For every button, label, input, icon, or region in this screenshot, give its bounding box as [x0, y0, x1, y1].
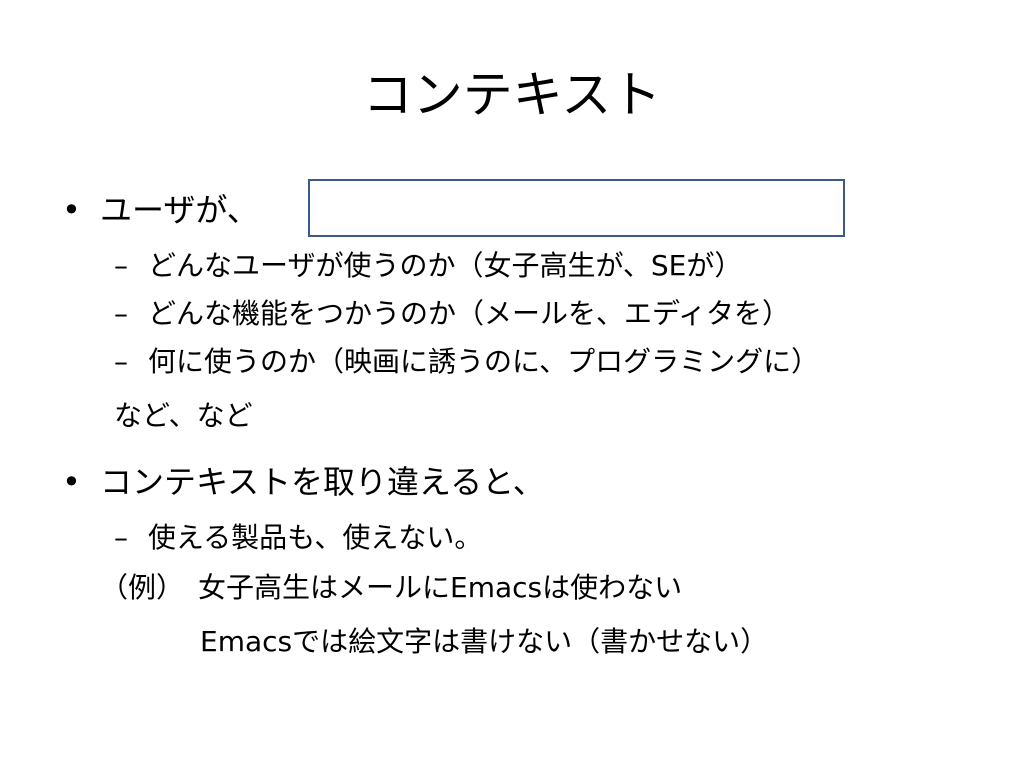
- slide-title: コンテキスト: [362, 66, 662, 124]
- dash-marker: –: [114, 297, 128, 330]
- sub-item-4: –使える製品も、使えない。: [114, 520, 482, 556]
- bullet-text: ユーザが、: [100, 191, 259, 229]
- sub-item-1: –どんなユーザが使うのか（女子高生が、SEが）: [114, 248, 742, 284]
- bullet-item-1: • ユーザが、: [62, 190, 259, 230]
- dash-marker: –: [114, 521, 128, 554]
- sub-item-3: –何に使うのか（映画に誘うのに、プログラミングに）: [114, 344, 819, 380]
- sub-item-text: 何に使うのか（映画に誘うのに、プログラミングに）: [148, 345, 820, 378]
- sub-item-text: 使える製品も、使えない。: [148, 521, 483, 554]
- example-line-2: Emacsでは絵文字は書けない（書かせない）: [200, 625, 769, 658]
- continuation-text: など、など: [114, 399, 253, 432]
- bullet-marker: •: [62, 191, 81, 229]
- dash-marker: –: [114, 345, 128, 378]
- example-line-1: （例） 女子高生はメールにEmacsは使わない: [100, 571, 683, 604]
- bullet-marker: •: [62, 463, 81, 501]
- sub-item-text: どんな機能をつかうのか（メールを、エディタを）: [148, 297, 791, 330]
- sub-item-2: –どんな機能をつかうのか（メールを、エディタを）: [114, 296, 790, 332]
- blank-answer-box: [308, 179, 845, 237]
- bullet-text: コンテキストを取り違えると、: [100, 463, 545, 501]
- dash-marker: –: [114, 249, 128, 282]
- bullet-item-2: • コンテキストを取り違えると、: [62, 462, 545, 502]
- sub-item-text: どんなユーザが使うのか（女子高生が、SEが）: [148, 249, 743, 282]
